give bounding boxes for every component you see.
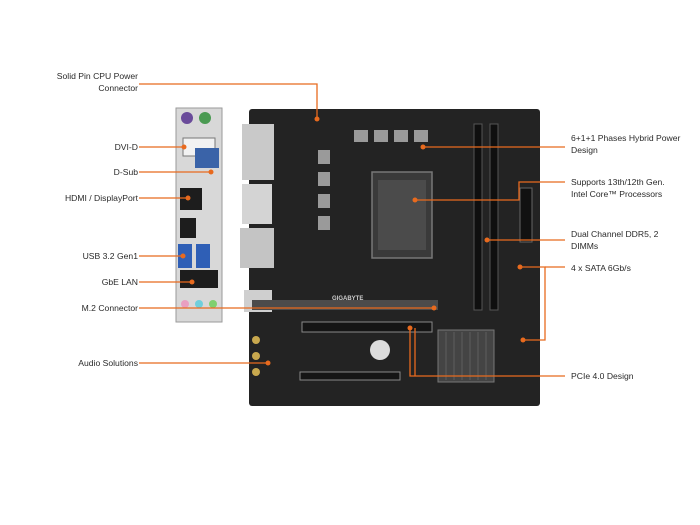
label-ddr5: Dual Channel DDR5, 2 DIMMs <box>571 229 659 251</box>
label-d-sub: D-Sub <box>113 167 138 177</box>
label-dvi-d: DVI-D <box>114 142 138 152</box>
label-cpu-power: Solid Pin CPU Power Connector <box>56 71 138 93</box>
label-pcie: PCIe 4.0 Design <box>571 371 634 381</box>
callout-lines <box>139 83 565 377</box>
label-supports: Supports 13th/12th Gen. Intel Core™ Proc… <box>571 177 665 199</box>
callout-dots <box>180 116 526 366</box>
label-lan: GbE LAN <box>101 277 138 287</box>
board-brand: GIGABYTE <box>332 296 363 302</box>
io-shield <box>175 107 223 323</box>
label-hdmi-displayport: HDMI / DisplayPort <box>64 193 138 203</box>
label-sata: 4 x SATA 6Gb/s <box>571 263 631 273</box>
label-phases: 6+1+1 Phases Hybrid Power Design <box>571 133 681 155</box>
label-m2: M.2 Connector <box>81 303 138 313</box>
label-usb: USB 3.2 Gen1 <box>82 251 138 261</box>
board: GIGABYTE <box>240 109 540 406</box>
label-audio: Audio Solutions <box>78 358 138 368</box>
